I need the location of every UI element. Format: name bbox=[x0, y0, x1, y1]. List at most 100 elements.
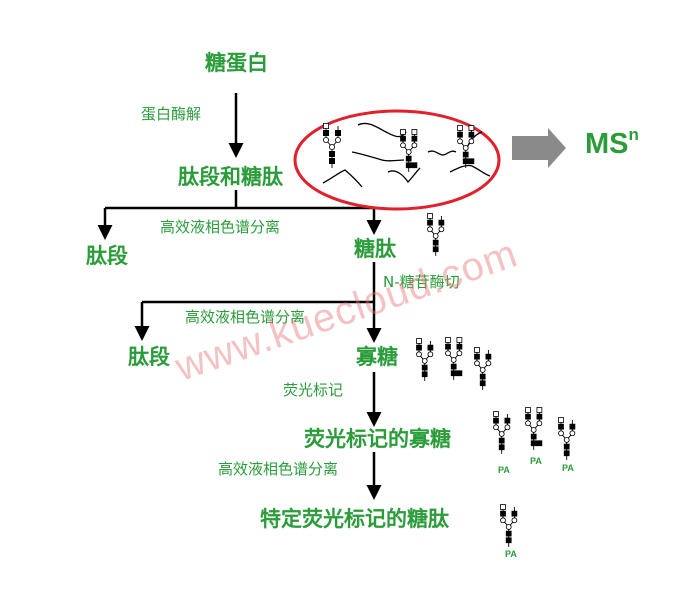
glycan-residue bbox=[427, 226, 433, 233]
glycan-residue bbox=[400, 135, 406, 142]
glycan-residue bbox=[536, 420, 543, 427]
glycan-residue bbox=[468, 138, 475, 145]
pa-tag: PA bbox=[562, 463, 574, 473]
glycan-residue bbox=[474, 353, 480, 360]
glycan-residue bbox=[525, 407, 531, 413]
glycan-residue bbox=[462, 151, 469, 158]
glycan-residue bbox=[427, 213, 433, 219]
glycan-residue bbox=[456, 350, 463, 357]
glycan-residue bbox=[457, 131, 463, 138]
glycan-residue bbox=[328, 150, 335, 157]
glycopeptide-highlight-ellipse bbox=[293, 109, 501, 211]
step-hplc-3: 高效液相色谱分离 bbox=[218, 460, 339, 478]
step-protease: 蛋白酶解 bbox=[141, 105, 202, 123]
pa-tag: PA bbox=[498, 465, 510, 475]
glycan-residue bbox=[479, 367, 486, 373]
glycan-residue bbox=[500, 504, 506, 510]
node-specific-labeled: 特定荧光标记的糖肽 bbox=[260, 506, 449, 531]
glycan-residue bbox=[411, 135, 418, 142]
glycan-residue bbox=[411, 162, 418, 169]
glycan-residue bbox=[400, 129, 406, 135]
node-peptide-2: 肽段 bbox=[128, 344, 170, 369]
glycan-residue bbox=[505, 524, 512, 530]
node-labeled-oligosaccharide: 荧光标记的寡糖 bbox=[304, 426, 451, 451]
glycan-residue bbox=[530, 433, 537, 440]
glycan-residue bbox=[498, 437, 505, 444]
glycan-structures bbox=[322, 123, 576, 547]
glycan-residue bbox=[322, 123, 329, 130]
glycan-residue bbox=[511, 517, 518, 524]
glycan-residue bbox=[427, 351, 434, 358]
glycan-residue bbox=[334, 136, 341, 143]
glycan-residue bbox=[493, 411, 499, 417]
glycan-residue bbox=[450, 357, 457, 363]
glycan-residue bbox=[563, 443, 570, 450]
glycan-residue bbox=[456, 343, 463, 350]
glycan-residue bbox=[536, 440, 543, 447]
glycan-residue bbox=[438, 219, 445, 226]
glycan-residue bbox=[505, 537, 512, 544]
step-fluor-label: 荧光标记 bbox=[283, 381, 344, 399]
pa-tag: PA bbox=[530, 456, 542, 466]
glycan-residue bbox=[558, 423, 564, 430]
glycan-residue bbox=[530, 427, 537, 433]
step-n-glycosidase: N-糖苷酶切 bbox=[383, 273, 460, 291]
glycan-residue bbox=[474, 360, 480, 367]
glycan-residue bbox=[427, 344, 434, 351]
glycan-residue bbox=[569, 423, 576, 430]
glycan-residue bbox=[462, 145, 469, 151]
glycan-residue bbox=[334, 129, 341, 136]
glycan-residue bbox=[493, 424, 499, 431]
glycan-residue bbox=[322, 136, 329, 143]
glycan-residue bbox=[563, 437, 570, 443]
glycan-residue bbox=[500, 510, 506, 517]
glycan-residue bbox=[456, 337, 463, 343]
glycan-residue bbox=[445, 350, 451, 357]
node-peptide-1: 肽段 bbox=[86, 243, 128, 268]
glycan-residue bbox=[411, 129, 418, 135]
glycan-residue bbox=[405, 149, 412, 155]
glycan-residue bbox=[536, 413, 543, 420]
node-oligosaccharide: 寡糖 bbox=[356, 344, 398, 369]
glycan-residue bbox=[500, 517, 506, 524]
glycan-residue bbox=[485, 353, 492, 360]
glycan-residue bbox=[421, 371, 428, 378]
node-glycoprotein: 糖蛋白 bbox=[205, 50, 268, 75]
glycan-residue bbox=[456, 370, 463, 377]
glycan-residue bbox=[411, 142, 418, 149]
glycan-residue bbox=[427, 219, 433, 226]
glycan-residue bbox=[493, 417, 499, 424]
glycan-residue bbox=[416, 351, 422, 358]
glycan-residue bbox=[525, 420, 531, 427]
glycan-residue bbox=[479, 380, 486, 387]
step-hplc-1: 高效液相色谱分离 bbox=[160, 218, 281, 236]
glycan-residue bbox=[511, 510, 518, 517]
glycan-residue bbox=[416, 344, 422, 351]
glycan-residue bbox=[504, 424, 511, 431]
glycan-residue bbox=[468, 131, 475, 138]
glycan-residue bbox=[432, 233, 439, 239]
ms-n-label: MSn bbox=[585, 125, 639, 160]
glycan-residue bbox=[468, 125, 475, 131]
glycan-residue bbox=[438, 226, 445, 233]
glycan-residue bbox=[485, 360, 492, 367]
glycan-residue bbox=[432, 246, 439, 253]
glycan-residue bbox=[479, 373, 486, 380]
glycan-residue bbox=[468, 158, 475, 165]
glycan-residue bbox=[558, 417, 564, 423]
glycan-residue bbox=[328, 143, 335, 150]
glycan-residue bbox=[563, 450, 570, 457]
glycan-residue bbox=[504, 417, 511, 424]
glycan-residue bbox=[505, 530, 512, 537]
pa-tag: PA bbox=[505, 549, 517, 559]
glycan-residue bbox=[445, 343, 451, 350]
glycan-residue bbox=[445, 337, 451, 343]
glycan-residue bbox=[450, 363, 457, 370]
glycan-residue bbox=[498, 444, 505, 451]
glycan-residue bbox=[328, 157, 335, 164]
glycan-residue bbox=[416, 338, 422, 344]
glycan-residue bbox=[405, 155, 412, 162]
glycan-residue bbox=[457, 125, 463, 131]
